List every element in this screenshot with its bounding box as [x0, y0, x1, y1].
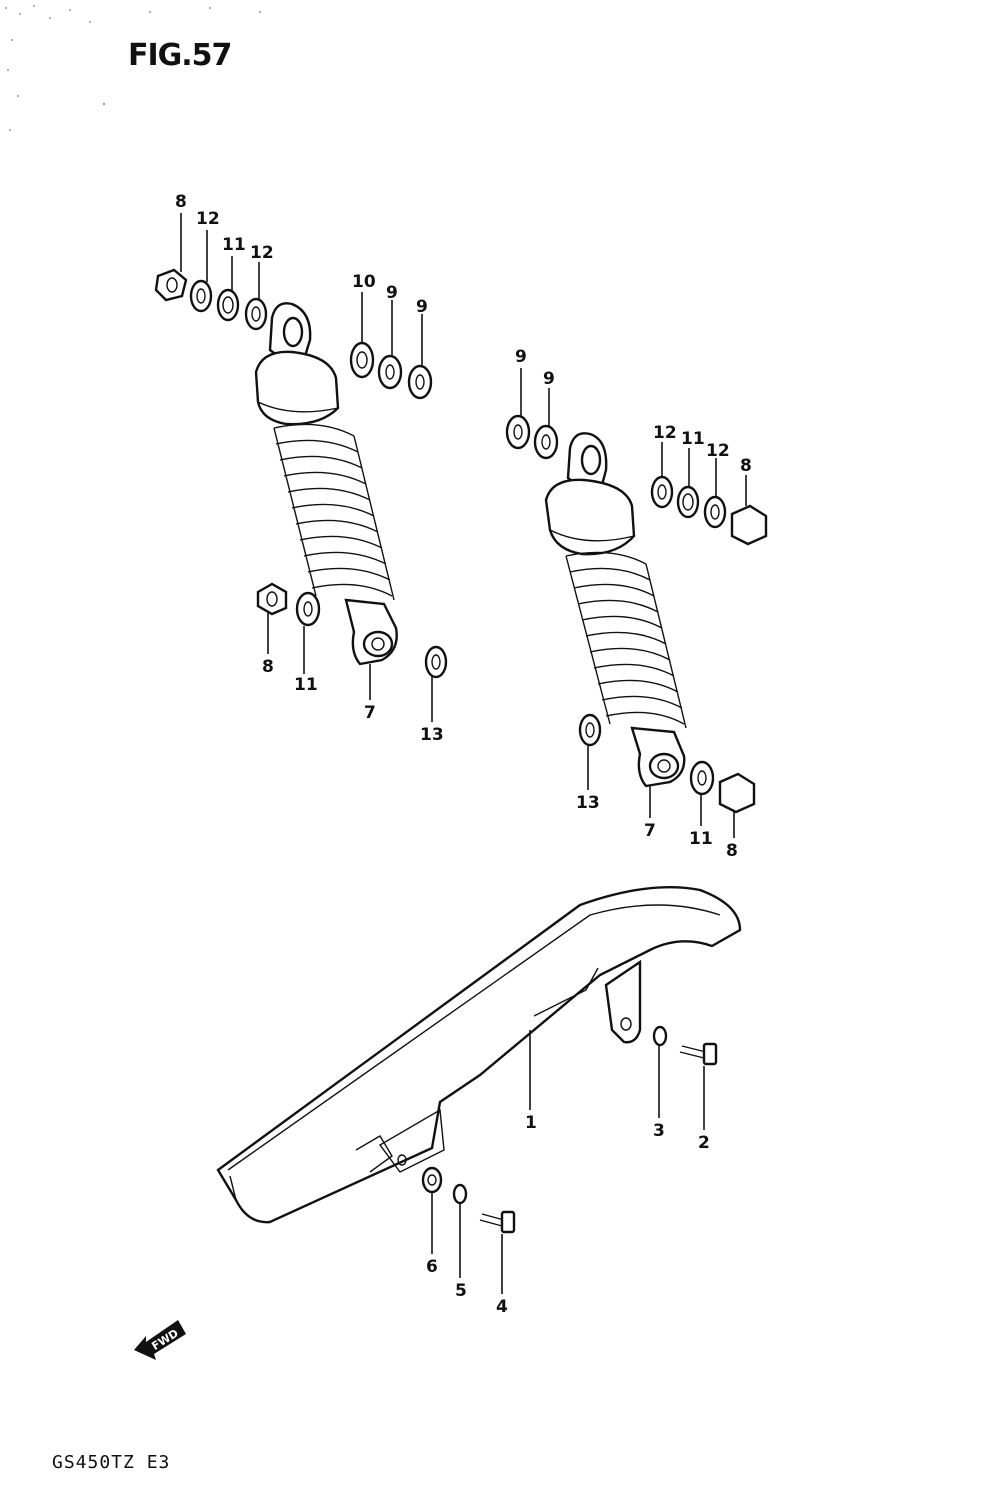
- callout-8: 8: [175, 192, 187, 212]
- callout-9: 9: [386, 283, 398, 303]
- right-lower-hardware: [578, 713, 756, 814]
- nut-8-left-top: [154, 268, 188, 302]
- scan-speckle: [5, 5, 261, 131]
- callout-6: 6: [426, 1257, 438, 1277]
- model-code: GS450TZ E3: [52, 1452, 171, 1473]
- callout-7: 7: [644, 821, 656, 841]
- callout-12: 12: [653, 423, 677, 443]
- nut-8-right-bottom: [718, 772, 756, 814]
- rear-shock-absorber-left: [254, 302, 398, 666]
- washer-11-left-bottom: [295, 591, 321, 627]
- callout-9: 9: [416, 297, 428, 317]
- callout-2: 2: [698, 1133, 710, 1153]
- callout-13: 13: [576, 793, 600, 813]
- washer-12-left-a: [189, 279, 213, 313]
- washer-12-right-b: [703, 495, 727, 529]
- fwd-arrow-icon: FWD: [134, 1320, 186, 1360]
- figure-title: FIG.57: [128, 38, 232, 73]
- leader-lines: [180, 213, 747, 1294]
- left-lower-hardware: [256, 582, 448, 679]
- callout-8: 8: [262, 657, 274, 677]
- washer-13-right: [578, 713, 602, 747]
- callout-12: 12: [196, 209, 220, 229]
- callout-3: 3: [653, 1121, 665, 1141]
- callout-7: 7: [364, 703, 376, 723]
- chain-case: [216, 885, 742, 1224]
- left-upper-hardware: [154, 268, 433, 400]
- callout-8: 8: [726, 841, 738, 861]
- washer-9-right-a: [505, 414, 531, 450]
- callout-11: 11: [222, 235, 246, 255]
- washer-11-right-bottom: [689, 760, 715, 796]
- washer-11-right: [676, 485, 700, 519]
- callout-9: 9: [515, 347, 527, 367]
- washer-12-right-a: [650, 475, 674, 509]
- callout-10: 10: [352, 272, 376, 292]
- callout-12: 12: [250, 243, 274, 263]
- callout-1: 1: [525, 1113, 537, 1133]
- washer-11-left: [216, 288, 240, 322]
- nut-8-right-top: [730, 504, 768, 546]
- callout-12: 12: [706, 441, 730, 461]
- callout-9: 9: [543, 369, 555, 389]
- washer-12-left-b: [244, 297, 268, 331]
- chain-case-fasteners: [421, 1025, 718, 1234]
- callout-4: 4: [496, 1297, 508, 1317]
- callout-8: 8: [740, 456, 752, 476]
- callout-13: 13: [420, 725, 444, 745]
- bushing-10: [349, 341, 375, 379]
- washer-13-left: [424, 645, 448, 679]
- washer-9-right-b: [533, 424, 559, 460]
- callout-11: 11: [689, 829, 713, 849]
- callout-11: 11: [294, 675, 318, 695]
- right-upper-hardware: [505, 414, 768, 546]
- nut-8-left-bottom: [256, 582, 288, 616]
- washer-9-left-b: [407, 364, 433, 400]
- rear-shock-absorber-right: [544, 432, 687, 788]
- callout-labels: 8 12 11 12 10 9 9 8 11 7 13 9 9 12 11 12…: [175, 192, 752, 1317]
- callout-5: 5: [455, 1281, 467, 1301]
- callout-11: 11: [681, 429, 705, 449]
- washer-9-left-a: [377, 354, 403, 390]
